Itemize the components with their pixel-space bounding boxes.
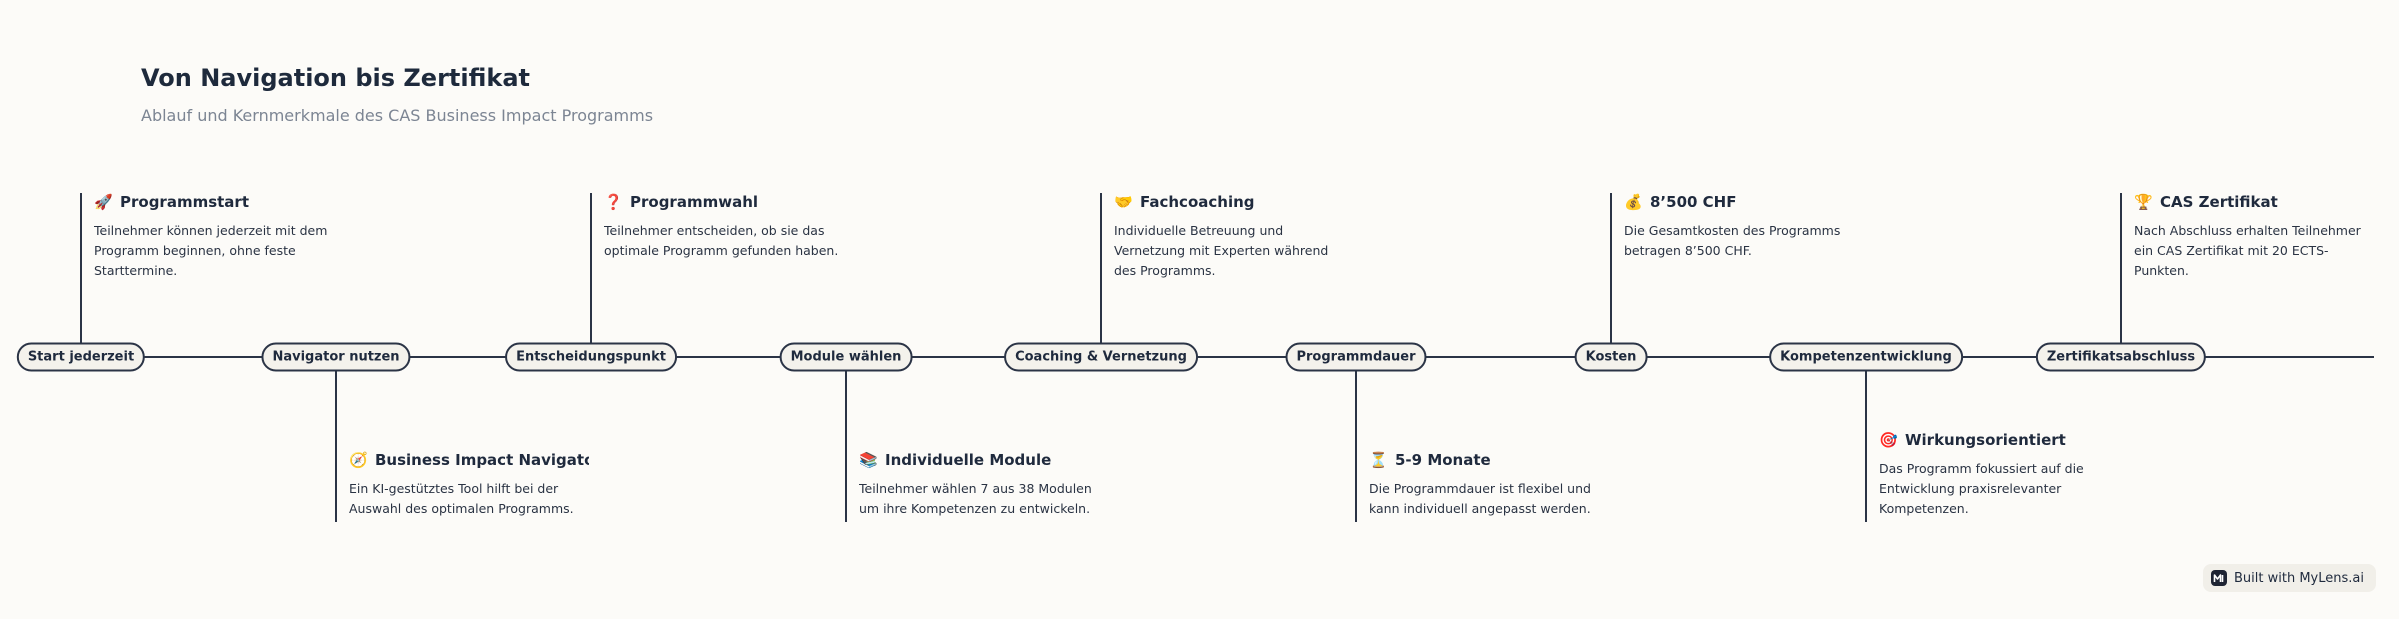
card-title: 5-9 Monate: [1395, 451, 1491, 469]
timeline-node-costs[interactable]: Kosten: [1574, 342, 1648, 372]
card-text: Ein KI-gestütztes Tool hilft bei der Aus…: [349, 481, 574, 516]
compass-icon: 🧭: [349, 451, 368, 469]
stem-2: [335, 370, 337, 522]
card-text: Individuelle Betreuung und Vernetzung mi…: [1114, 223, 1329, 278]
card-fachcoaching: 🤝 Fachcoaching Individuelle Betreuung un…: [1114, 193, 1354, 281]
timeline-node-certificate[interactable]: Zertifikatsabschluss: [2035, 342, 2207, 372]
stem-5: [1100, 193, 1102, 345]
card-title: CAS Zertifikat: [2160, 193, 2278, 211]
card-text: Die Programmdauer ist flexibel und kann …: [1369, 481, 1591, 516]
stem-6: [1355, 370, 1357, 522]
stem-4: [845, 370, 847, 522]
page-title: Von Navigation bis Zertifikat: [141, 64, 531, 92]
stem-8: [1865, 370, 1867, 522]
card-title: Individuelle Module: [885, 451, 1052, 469]
timeline-node-modules[interactable]: Module wählen: [779, 342, 913, 372]
card-text: Nach Abschluss erhalten Teilnehmer ein C…: [2134, 223, 2361, 278]
card-wirkung: 🎯 Wirkungsorientiert Das Programm fokuss…: [1879, 431, 2119, 519]
handshake-icon: 🤝: [1114, 193, 1133, 211]
stem-7: [1610, 193, 1612, 345]
hourglass-icon: ⏳: [1369, 451, 1388, 469]
card-programmwahl: ❓ Programmwahl Teilnehmer entscheiden, o…: [604, 193, 844, 261]
card-programmstart: 🚀 Programmstart Teilnehmer können jederz…: [94, 193, 334, 281]
card-title: Business Impact Navigator: [375, 451, 589, 469]
card-navigator: 🧭 Business Impact Navigator Ein KI-gestü…: [349, 451, 589, 519]
card-title: Programmwahl: [630, 193, 759, 211]
trophy-icon: 🏆: [2134, 193, 2153, 211]
timeline-axis: [24, 356, 2374, 358]
page-subtitle: Ablauf und Kernmerkmale des CAS Business…: [141, 106, 654, 125]
stem-3: [590, 193, 592, 345]
money-bag-icon: 💰: [1624, 193, 1643, 211]
card-text: Teilnehmer können jederzeit mit dem Prog…: [94, 223, 328, 278]
timeline-node-duration[interactable]: Programmdauer: [1285, 342, 1427, 372]
card-title: Wirkungsorientiert: [1905, 431, 2066, 449]
card-zertifikat: 🏆 CAS Zertifikat Nach Abschluss erhalten…: [2134, 193, 2374, 281]
card-title: 8’500 CHF: [1650, 193, 1737, 211]
card-text: Teilnehmer entscheiden, ob sie das optim…: [604, 223, 839, 258]
card-module: 📚 Individuelle Module Teilnehmer wählen …: [859, 451, 1099, 519]
timeline-node-decision[interactable]: Entscheidungspunkt: [505, 342, 677, 372]
built-with-badge[interactable]: Built with MyLens.ai: [2203, 564, 2376, 592]
question-icon: ❓: [604, 193, 623, 211]
timeline-node-competence[interactable]: Kompetenzentwicklung: [1769, 342, 1963, 372]
target-icon: 🎯: [1879, 431, 1898, 449]
card-text: Das Programm fokussiert auf die Entwickl…: [1879, 461, 2084, 516]
books-icon: 📚: [859, 451, 878, 469]
card-text: Teilnehmer wählen 7 aus 38 Modulen um ih…: [859, 481, 1092, 516]
card-dauer: ⏳ 5-9 Monate Die Programmdauer ist flexi…: [1369, 451, 1609, 519]
timeline-node-navigator[interactable]: Navigator nutzen: [261, 342, 411, 372]
badge-label: Built with MyLens.ai: [2234, 570, 2364, 586]
card-title: Programmstart: [120, 193, 250, 211]
timeline-node-start[interactable]: Start jederzeit: [16, 342, 146, 372]
card-text: Die Gesamtkosten des Programms betragen …: [1624, 223, 1841, 258]
stem-9: [2120, 193, 2122, 345]
card-title: Fachcoaching: [1140, 193, 1255, 211]
mylens-logo-icon: [2211, 570, 2227, 586]
stem-1: [80, 193, 82, 345]
card-kosten: 💰 8’500 CHF Die Gesamtkosten des Program…: [1624, 193, 1864, 261]
rocket-icon: 🚀: [94, 193, 113, 211]
timeline-node-coaching[interactable]: Coaching & Vernetzung: [1004, 342, 1198, 372]
